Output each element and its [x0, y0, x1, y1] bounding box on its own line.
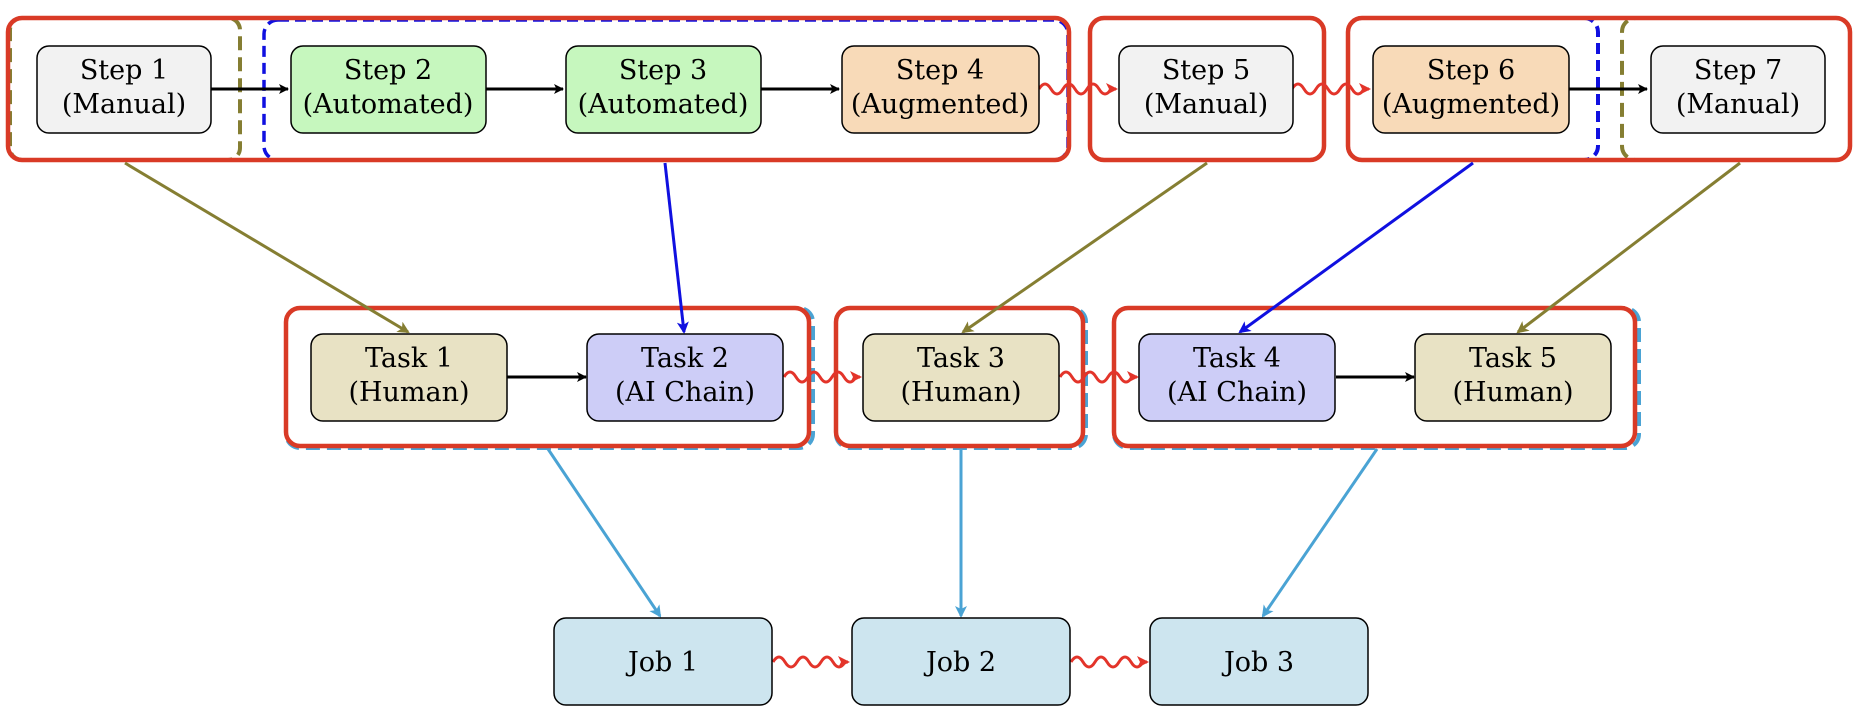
wavy-arrow-job2-to-job3 — [1069, 655, 1149, 669]
arrow-step5-to-task3 — [961, 161, 1208, 334]
red-group-steps-1-4 — [5, 15, 1072, 163]
task-4-title: Task 4 — [1193, 343, 1281, 374]
step-node-4: Step 4 (Augmented) — [841, 45, 1040, 134]
step-5-title: Step 5 — [1162, 55, 1250, 86]
task-node-3: Task 3 (Human) — [862, 333, 1060, 422]
task-3-title: Task 3 — [917, 343, 1005, 374]
step-7-title: Step 7 — [1694, 55, 1782, 86]
step-1-kind: (Manual) — [62, 89, 186, 120]
task-5-title: Task 5 — [1469, 343, 1557, 374]
task-nodes: Task 1 (Human) Task 2 (AI Chain) Task 3 … — [310, 333, 1612, 422]
task-5-kind: (Human) — [1452, 377, 1573, 408]
connectors — [124, 161, 1741, 618]
step-node-6: Step 6 (Augmented) — [1372, 45, 1570, 134]
job-node-2: Job 2 — [851, 617, 1071, 706]
task-2-title: Task 2 — [641, 343, 729, 374]
step-3-title: Step 3 — [619, 55, 707, 86]
task-1-kind: (Human) — [348, 377, 469, 408]
step-node-5: Step 5 (Manual) — [1118, 45, 1294, 134]
wavy-arrows — [771, 82, 1371, 669]
job-node-3: Job 3 — [1149, 617, 1369, 706]
task-1-title: Task 1 — [365, 343, 453, 374]
arrow-tasks4-5-to-job3 — [1261, 448, 1379, 618]
task-node-2: Task 2 (AI Chain) — [586, 333, 784, 422]
arrow-step6-to-task4 — [1238, 161, 1474, 334]
task-node-4: Task 4 (AI Chain) — [1138, 333, 1336, 422]
step-node-7: Step 7 (Manual) — [1650, 45, 1826, 134]
job-nodes: Job 1 Job 2 Job 3 — [553, 617, 1369, 706]
task-2-kind: (AI Chain) — [615, 377, 755, 408]
task-node-5: Task 5 (Human) — [1414, 333, 1612, 422]
job-2-label: Job 2 — [923, 647, 996, 678]
arrow-tasks1-2-to-job1 — [546, 448, 662, 618]
step-1-title: Step 1 — [80, 55, 168, 86]
step-nodes: Step 1 (Manual) Step 2 (Automated) Step … — [36, 45, 1826, 134]
arrow-step7-to-task5 — [1516, 161, 1741, 334]
wavy-arrow-task3-to-task4 — [1058, 370, 1139, 384]
step-6-title: Step 6 — [1427, 55, 1515, 86]
step-node-2: Step 2 (Automated) — [290, 45, 487, 134]
step-2-kind: (Automated) — [303, 89, 474, 120]
step-5-kind: (Manual) — [1144, 89, 1268, 120]
step-3-kind: (Automated) — [578, 89, 749, 120]
job-1-label: Job 1 — [625, 647, 698, 678]
arrow-step1-to-task1 — [124, 161, 410, 334]
job-node-1: Job 1 — [553, 617, 773, 706]
step-node-1: Step 1 (Manual) — [36, 45, 212, 134]
red-group-tasks-4-5 — [1111, 305, 1638, 449]
step-node-3: Step 3 (Automated) — [565, 45, 762, 134]
wavy-arrow-step4-to-step5 — [1037, 82, 1118, 96]
sequence-arrows — [210, 84, 1648, 382]
task-node-1: Task 1 (Human) — [310, 333, 508, 422]
step-2-title: Step 2 — [344, 55, 432, 86]
red-group-step-5 — [1087, 15, 1327, 163]
wavy-arrow-step5-to-step6 — [1290, 82, 1371, 96]
step-4-kind: (Augmented) — [851, 89, 1029, 120]
task-4-kind: (AI Chain) — [1167, 377, 1307, 408]
wavy-arrow-task2-to-task3 — [782, 370, 862, 384]
task-3-kind: (Human) — [900, 377, 1021, 408]
step-4-title: Step 4 — [896, 55, 984, 86]
arrow-steps2-4-to-task2 — [663, 162, 689, 334]
red-group-steps-6-7 — [1345, 15, 1853, 163]
task-groups — [283, 305, 1641, 450]
job-3-label: Job 3 — [1221, 647, 1294, 678]
step-6-kind: (Augmented) — [1382, 89, 1560, 120]
wavy-arrow-job1-to-job2 — [771, 655, 850, 669]
step-7-kind: (Manual) — [1676, 89, 1800, 120]
